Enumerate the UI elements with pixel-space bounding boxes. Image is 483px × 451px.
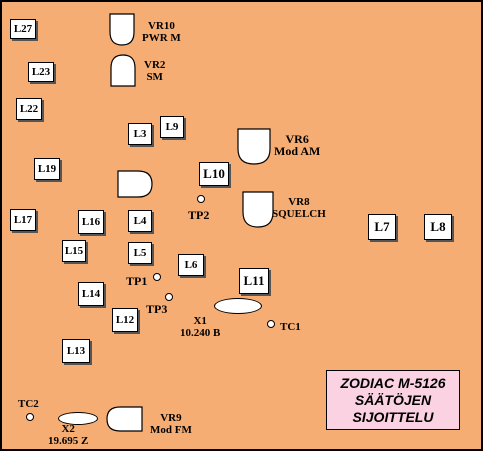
trimmer-vr2-label: VR2 SM [144,59,165,83]
coil-l10: L10 [199,162,229,186]
trimmer-vr2-name: VR2 [144,59,166,71]
testpoint-tp1-dot [153,273,161,281]
coil-l5: L5 [128,242,152,264]
trimmer-vr9-desc: Mod FM [150,424,192,436]
testpoint-tp3-label: TP3 [146,302,168,316]
coil-l16: L16 [78,210,104,234]
coil-l17: L17 [10,209,36,231]
crystal-x1-label: X1 10.240 B [180,315,220,339]
coil-l14: L14 [78,282,104,306]
crystal-x1-freq: 10.240 B [180,327,221,339]
testpoint-tp2-label: TP2 [188,208,210,222]
trimmer-vr8-label: VR8 SQUELCH [272,196,326,220]
coil-l13: L13 [62,339,90,363]
trimmer-vr8-icon [242,191,274,228]
trimmer-vr6-icon [237,128,271,165]
coil-l9: L9 [160,116,184,138]
coil-l15: L15 [62,240,86,262]
coil-l4: L4 [128,210,152,232]
crystal-x1 [214,298,262,314]
trimmer-vr10-icon [109,13,135,46]
title-line-1: ZODIAC M-5126 [340,374,446,391]
trimmer-vr2-desc: SM [146,71,163,83]
testpoint-tp3-dot [165,293,173,301]
coil-l27: L27 [10,19,36,39]
testpoint-tc2-label: TC2 [18,398,39,410]
crystal-x2-label: X2 19.695 Z [48,423,88,447]
coil-l3: L3 [128,123,152,145]
coil-l7: L7 [368,214,396,240]
crystal-x2-freq: 19.695 Z [48,435,89,447]
coil-l11: L11 [239,268,269,294]
trimmer-vr6-name: VR6 [285,132,309,146]
trimmer-unlabeled-icon [117,170,153,198]
coil-l6: L6 [178,254,204,276]
trimmer-vr10-desc: PWR M [142,32,181,44]
trimmer-vr8-desc: SQUELCH [272,208,326,220]
crystal-x2-name: X2 [61,423,75,435]
testpoint-tc1-label: TC1 [280,321,301,333]
trimmer-vr2-icon [110,54,136,87]
trimmer-vr9-icon [106,406,143,432]
testpoint-tp2-dot [197,195,205,203]
trimmer-vr9-name: VR9 [160,412,182,424]
testpoint-tc1-dot [267,320,275,328]
trimmer-vr10-label: VR10 PWR M [142,20,181,44]
coil-l23: L23 [28,62,54,82]
coil-l8: L8 [424,214,452,240]
coil-l12: L12 [112,308,138,332]
trimmer-vr10-name: VR10 [147,20,175,32]
title-line-3: SIJOITTELU [352,408,434,425]
crystal-x2 [58,412,98,425]
trimmer-vr6-desc: Mod AM [274,144,321,158]
testpoint-tc2-dot [26,413,34,421]
trimmer-vr6-label: VR6 Mod AM [274,133,320,157]
title-box: ZODIAC M-5126 SÄÄTÖJEN SIJOITTELU [326,370,460,430]
trimmer-vr9-label: VR9 Mod FM [150,412,192,436]
testpoint-tp1-label: TP1 [126,274,148,288]
title-line-2: SÄÄTÖJEN [354,391,432,408]
trimmer-vr8-name: VR8 [288,196,310,208]
coil-l19: L19 [34,158,60,180]
crystal-x1-name: X1 [193,315,207,327]
coil-l22: L22 [16,98,42,120]
